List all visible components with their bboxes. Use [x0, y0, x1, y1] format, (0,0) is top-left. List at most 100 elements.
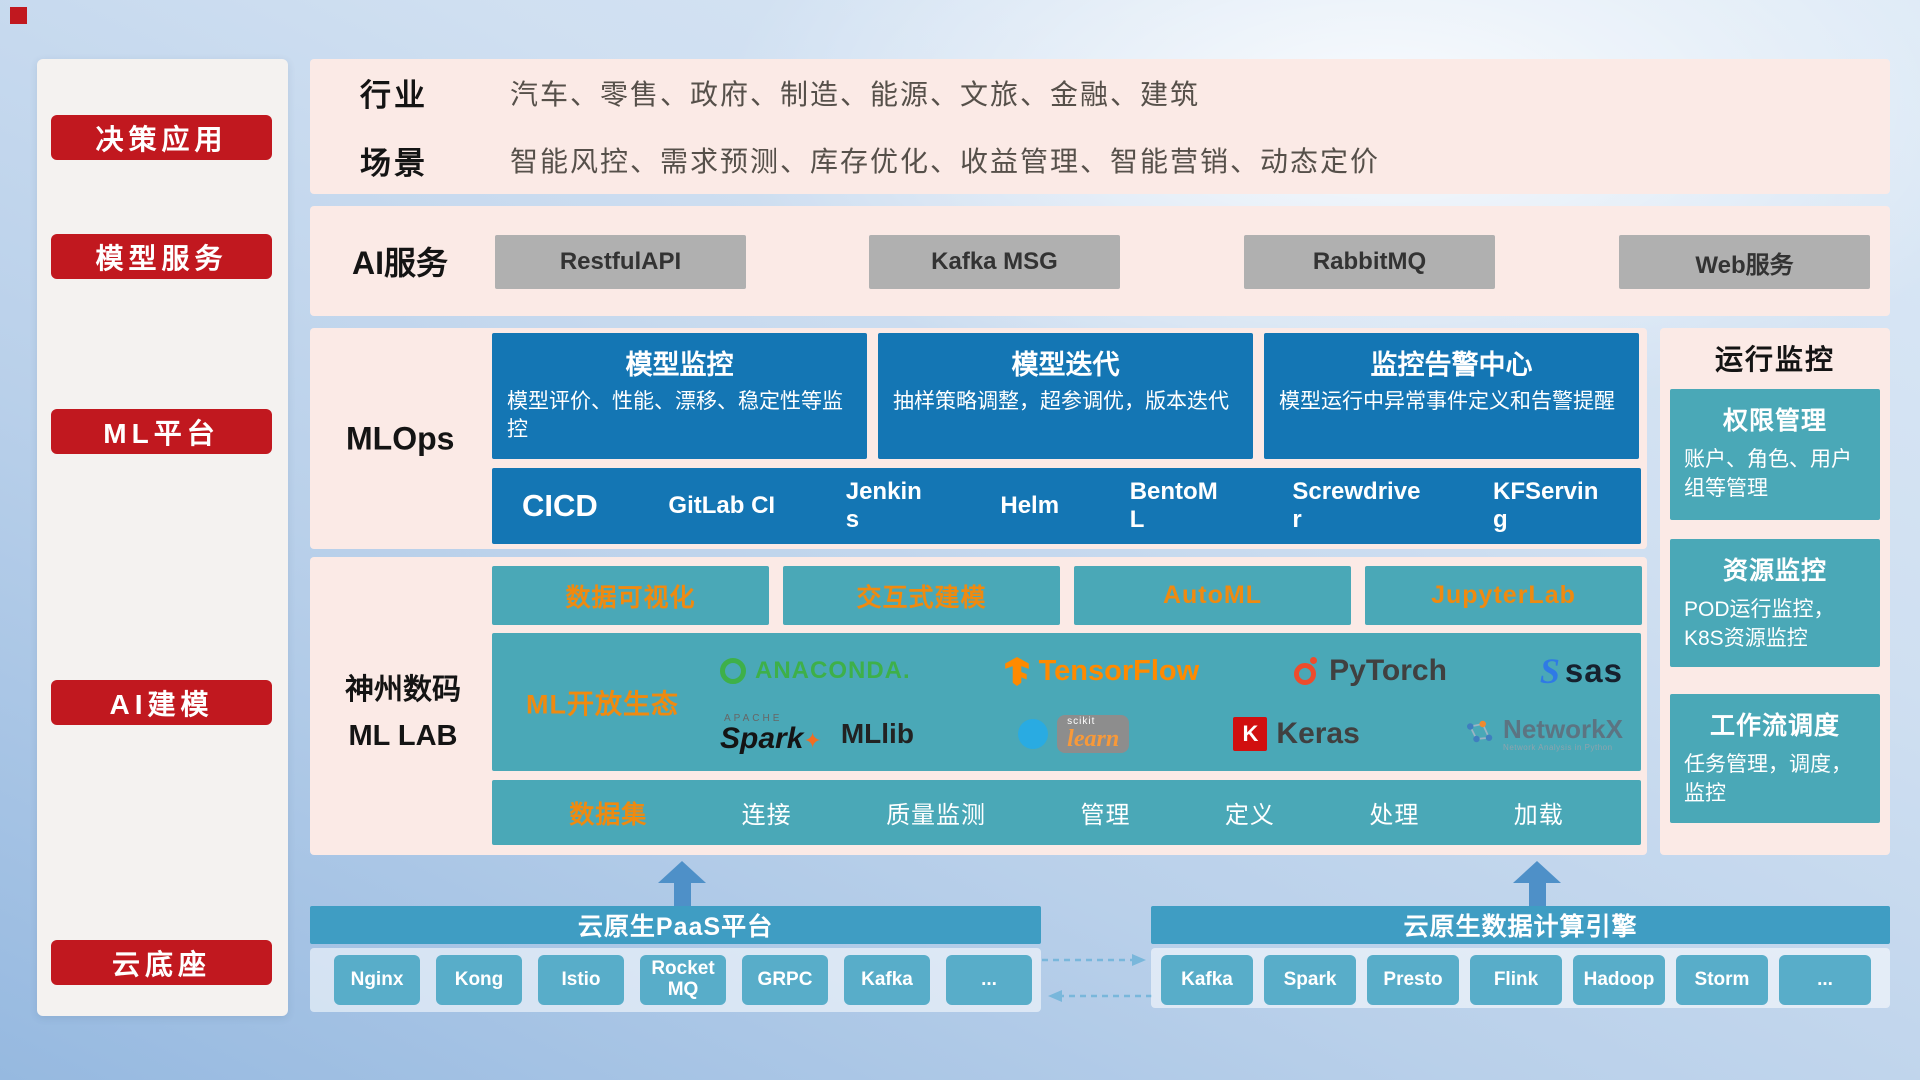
- engine-chip-storm[interactable]: Storm: [1676, 955, 1768, 1005]
- engine-bar: 云原生数据计算引擎: [1151, 906, 1890, 944]
- dataset-item-connect: 连接: [741, 802, 792, 829]
- sas-icon: S: [1539, 651, 1560, 691]
- card-title: 模型迭代: [1011, 350, 1120, 380]
- sidebar-item-ai-modeling[interactable]: AI建模: [51, 680, 272, 725]
- anaconda-text: ANACONDA.: [755, 657, 911, 684]
- card-desc: 抽样策略调整，超参调优，版本迭代: [893, 390, 1229, 413]
- ml-ecosystem-box: ML开放生态 ANACONDA. TensorFlow: [492, 633, 1641, 771]
- mllab-label: 神州数码 ML LAB: [318, 667, 488, 759]
- interactive-modeling-button[interactable]: 交互式建模: [783, 566, 1060, 625]
- networkx-subtitle: Network Analysis in Python: [1503, 742, 1613, 752]
- scenario-label: 场景: [360, 145, 428, 181]
- ml-ecosystem-label: ML开放生态: [526, 689, 679, 720]
- paas-chip-grpc[interactable]: GRPC: [742, 955, 828, 1005]
- industry-panel: 行业 汽车、零售、政府、制造、能源、文旅、金融、建筑 场景 智能风控、需求预测、…: [310, 59, 1890, 194]
- mllab-label-line1: 神州数码: [344, 674, 461, 706]
- monitor-panel: 运行监控 权限管理 账户、角色、用户组等管理 资源监控 POD运行监控，K8S资…: [1660, 328, 1890, 855]
- engine-chip-flink[interactable]: Flink: [1470, 955, 1562, 1005]
- pytorch-text: PyTorch: [1329, 654, 1447, 687]
- tool-screwdriver: Screwdriver: [1292, 478, 1421, 533]
- tool-gitlab-ci: GitLab CI: [668, 492, 776, 520]
- spark-mllib-logo: APACHE Spark✦ MLlib: [720, 714, 914, 754]
- kafka-msg-button[interactable]: Kafka MSG: [869, 235, 1120, 289]
- tensorflow-logo: TensorFlow: [1004, 654, 1200, 688]
- tool-helm: Helm: [1000, 492, 1060, 520]
- mllib-text: MLlib: [840, 718, 914, 749]
- apache-text: APACHE: [724, 713, 783, 724]
- keras-logo: K Keras: [1233, 717, 1360, 751]
- ecosystem-logos: ANACONDA. TensorFlow PyTorch S s: [720, 639, 1623, 765]
- card-title: 工作流调度: [1709, 712, 1840, 740]
- workflow-schedule-card: 工作流调度 任务管理，调度，监控: [1670, 694, 1880, 823]
- scenario-row: 场景 智能风控、需求预测、库存优化、收益管理、智能营销、动态定价: [310, 127, 1890, 195]
- industry-label: 行业: [360, 78, 428, 114]
- engine-chip-presto[interactable]: Presto: [1367, 955, 1459, 1005]
- industry-text: 汽车、零售、政府、制造、能源、文旅、金融、建筑: [510, 78, 1201, 110]
- automl-button[interactable]: AutoML: [1074, 566, 1351, 625]
- sas-text: sas: [1564, 652, 1623, 689]
- anaconda-logo: ANACONDA.: [720, 657, 911, 685]
- paas-title: 云原生PaaS平台: [577, 913, 774, 941]
- card-desc: 模型评价、性能、漂移、稳定性等监控: [507, 390, 843, 442]
- paas-chip-more[interactable]: ...: [946, 955, 1032, 1005]
- jupyterlab-button[interactable]: JupyterLab: [1365, 566, 1642, 625]
- rabbitmq-button[interactable]: RabbitMQ: [1244, 235, 1495, 289]
- paas-chip-kafka[interactable]: Kafka: [844, 955, 930, 1005]
- engine-chip-kafka[interactable]: Kafka: [1161, 955, 1253, 1005]
- restful-api-button[interactable]: RestfulAPI: [495, 235, 746, 289]
- alert-center-card: 监控告警中心 模型运行中异常事件定义和告警提醒: [1264, 333, 1639, 459]
- left-sidebar: 决策应用 模型服务 ML平台 AI建模 云底座: [37, 59, 288, 1016]
- paas-chip-rocketmq[interactable]: RocketMQ: [640, 955, 726, 1005]
- cicd-bar: CICD GitLab CI Jenkins Helm BentoML Scre…: [492, 468, 1641, 544]
- card-title: 模型监控: [625, 350, 734, 380]
- tensorflow-icon: [1004, 656, 1029, 686]
- paas-chip-nginx[interactable]: Nginx: [334, 955, 420, 1005]
- cicd-label: CICD: [522, 488, 598, 523]
- engine-chip-more[interactable]: ...: [1779, 955, 1871, 1005]
- card-title: 监控告警中心: [1370, 350, 1533, 380]
- up-arrow-paas: [658, 861, 706, 906]
- ai-service-panel: AI服务 RestfulAPI Kafka MSG RabbitMQ Web服务: [310, 206, 1890, 316]
- sidebar-item-decision-apps[interactable]: 决策应用: [51, 115, 272, 160]
- dataset-item-manage: 管理: [1080, 802, 1131, 829]
- pytorch-logo: PyTorch: [1292, 654, 1447, 688]
- permission-card: 权限管理 账户、角色、用户组等管理: [1670, 389, 1880, 520]
- engine-chip-spark[interactable]: Spark: [1264, 955, 1356, 1005]
- anaconda-icon: [720, 658, 746, 684]
- keras-icon: K: [1233, 717, 1268, 751]
- scenario-text: 智能风控、需求预测、库存优化、收益管理、智能营销、动态定价: [510, 146, 1381, 178]
- paas-chip-kong[interactable]: Kong: [436, 955, 522, 1005]
- dataset-item-process: 处理: [1369, 802, 1420, 829]
- networkx-text: NetworkX: [1503, 714, 1623, 745]
- industry-row: 行业 汽车、零售、政府、制造、能源、文旅、金融、建筑: [310, 59, 1890, 127]
- tensorflow-text: TensorFlow: [1038, 654, 1200, 687]
- card-title: 资源监控: [1722, 557, 1827, 585]
- paas-chip-istio[interactable]: Istio: [538, 955, 624, 1005]
- keras-text: Keras: [1276, 717, 1360, 750]
- spark-star-icon: ✦: [803, 728, 822, 753]
- engine-chip-hadoop[interactable]: Hadoop: [1573, 955, 1665, 1005]
- card-title: 权限管理: [1722, 407, 1827, 435]
- model-monitoring-card: 模型监控 模型评价、性能、漂移、稳定性等监控: [492, 333, 867, 459]
- dashed-exchange-arrows: [1042, 954, 1152, 1002]
- card-desc: 账户、角色、用户组等管理: [1684, 448, 1852, 501]
- sidebar-item-cloud-base[interactable]: 云底座: [51, 940, 272, 985]
- sidebar-item-model-service[interactable]: 模型服务: [51, 234, 272, 279]
- card-desc: 任务管理，调度，监控: [1684, 753, 1852, 806]
- sidebar-item-ml-platform[interactable]: ML平台: [51, 409, 272, 454]
- data-visualization-button[interactable]: 数据可视化: [492, 566, 769, 625]
- scikit-learn-logo: scikit learn: [1018, 715, 1130, 753]
- up-arrow-engine: [1513, 861, 1561, 906]
- sas-logo: S sas: [1540, 650, 1623, 692]
- spark-text: Spark: [720, 722, 804, 755]
- networkx-logo: NetworkX Network Analysis in Python: [1464, 715, 1623, 752]
- pytorch-icon: [1292, 657, 1320, 685]
- learn-text: learn: [1067, 726, 1120, 752]
- web-service-button[interactable]: Web服务: [1619, 235, 1870, 289]
- corner-mark: [10, 7, 27, 24]
- dataset-bar: 数据集 连接 质量监测 管理 定义 处理 加载: [492, 780, 1641, 845]
- card-desc: 模型运行中异常事件定义和告警提醒: [1279, 390, 1615, 413]
- engine-title: 云原生数据计算引擎: [1403, 913, 1638, 941]
- ai-service-label: AI服务: [352, 245, 449, 281]
